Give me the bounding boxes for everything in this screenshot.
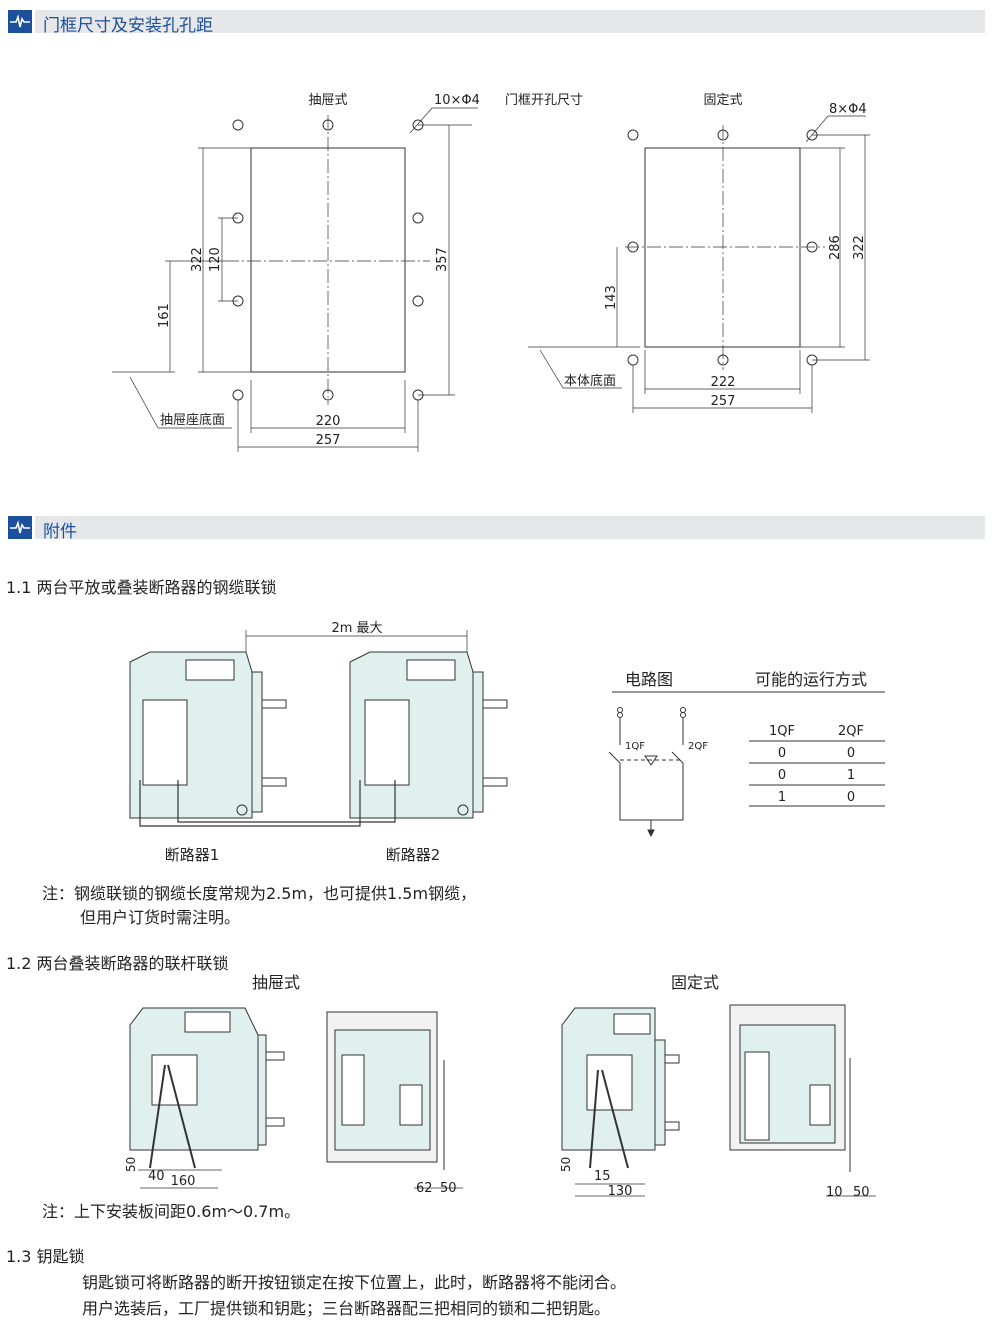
dim-10: 10: [826, 1185, 843, 1200]
table-cell: 0: [847, 790, 855, 805]
pulse-icon: [8, 516, 32, 539]
fixed-frame-drawing: 固定式 8×Φ4 286 322 143 222 257 本体底面: [528, 93, 870, 413]
keylock-text-1: 钥匙锁可将断路器的断开按钮锁定在按下位置上，此时，断路器将不能闭合。: [82, 1273, 627, 1292]
note-cable-1: 注：钢缆联锁的钢缆长度常规为2.5m，也可提供1.5m钢缆，: [42, 884, 477, 903]
table-cell: 0: [778, 746, 786, 761]
table-cell: 1: [847, 768, 855, 783]
dim-322: 322: [852, 235, 867, 260]
fixed-label: 固定式: [703, 93, 742, 108]
dim-130: 130: [608, 1184, 633, 1199]
cable-interlock-drawing: 2m 最大 断路器1 断路器2: [129, 621, 508, 864]
drawer-frame-drawing: 抽屉式 10×Φ4 322 120 161 357 220 257 抽屉座底面: [112, 93, 480, 452]
dim-322: 322: [190, 247, 205, 272]
rod-interlock-drawer: 抽屉式 50 40 160 62 50: [124, 973, 463, 1196]
circuit-title: 电路图: [625, 670, 673, 689]
keylock-text-2: 用户选装后，工厂提供锁和钥匙；三台断路器配三把相同的锁和二把钥匙。: [82, 1299, 611, 1318]
header-bar: [35, 10, 985, 33]
fixed-label: 固定式: [671, 973, 719, 992]
dim-50b: 50: [440, 1181, 457, 1196]
dim-50: 50: [124, 1157, 138, 1172]
dim-143: 143: [604, 285, 619, 310]
dim-50: 50: [559, 1157, 573, 1172]
dim-257: 257: [316, 433, 341, 448]
qf2-label: 2QF: [688, 741, 708, 752]
drawer-base-label: 抽屉座底面: [160, 412, 225, 428]
dim-120: 120: [208, 247, 223, 272]
drawer-label: 抽屉式: [308, 93, 347, 108]
dim-357: 357: [435, 247, 450, 272]
breaker-2-label: 断路器2: [386, 846, 441, 864]
section-header-accessories: 附件: [8, 516, 985, 542]
dim-286: 286: [828, 235, 843, 260]
table-header: 2QF: [838, 724, 864, 739]
dim-257: 257: [711, 394, 736, 409]
note-rod: 注：上下安装板间距0.6m～0.7m。: [42, 1202, 301, 1221]
qf1-label: 1QF: [625, 741, 645, 752]
dim-222: 222: [711, 375, 736, 390]
section-title: 附件: [43, 522, 77, 542]
breaker-1: [129, 651, 287, 819]
note-cable-2: 但用户订货时需注明。: [80, 908, 241, 927]
section-header-frame: 门框尺寸及安装孔孔距: [8, 10, 985, 36]
circuit-diagram: 电路图 可能的运行方式 1QF 2QF: [608, 670, 885, 838]
door-cutout-label: 门框开孔尺寸: [505, 93, 583, 108]
drawer-holes-label: 10×Φ4: [434, 93, 480, 108]
dim-220: 220: [316, 414, 341, 429]
section-title: 门框尺寸及安装孔孔距: [43, 16, 213, 36]
table-cell: 0: [778, 768, 786, 783]
breaker-2: [349, 651, 508, 819]
dim-160: 160: [171, 1174, 196, 1189]
heading-1-1: 1.1 两台平放或叠装断路器的钢缆联锁: [6, 578, 277, 597]
heading-1-3: 1.3 钥匙锁: [6, 1247, 85, 1266]
breaker-1-label: 断路器1: [165, 846, 220, 864]
dim-161: 161: [157, 303, 172, 328]
fixed-base-label: 本体底面: [564, 373, 616, 389]
dim-15: 15: [594, 1169, 611, 1184]
header-bar: [35, 516, 985, 539]
dim-50b: 50: [853, 1185, 870, 1200]
dim-40: 40: [148, 1169, 165, 1184]
modes-title: 可能的运行方式: [755, 670, 867, 689]
modes-table: 1QF 2QF 0 0 0 1 1 0: [749, 724, 885, 807]
rod-interlock-fixed: 固定式 50 15 130 10 50: [559, 973, 876, 1200]
drawer-label: 抽屉式: [252, 973, 300, 992]
pulse-icon: [8, 10, 32, 33]
distance-label: 2m 最大: [331, 621, 382, 636]
table-cell: 0: [847, 746, 855, 761]
table-cell: 1: [778, 790, 786, 805]
heading-1-2: 1.2 两台叠装断路器的联杆联锁: [6, 954, 229, 973]
table-header: 1QF: [769, 724, 795, 739]
dim-62: 62: [416, 1181, 433, 1196]
fixed-holes-label: 8×Φ4: [829, 102, 867, 117]
